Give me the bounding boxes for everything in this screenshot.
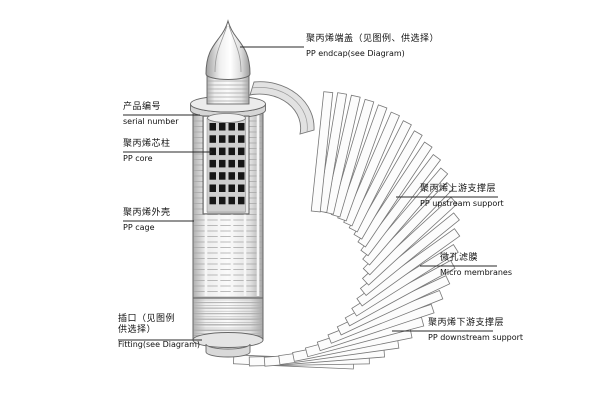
fitting-spigot <box>205 343 251 358</box>
label-core-zh: 聚丙烯芯柱 <box>123 139 171 149</box>
label-cage-zh: 聚丙烯外壳 <box>123 208 171 218</box>
label-cage: 聚丙烯外壳 PP cage <box>123 208 171 232</box>
fitting-base-rim <box>192 332 264 348</box>
label-downstream-en: PP downstream support <box>428 332 524 342</box>
core-top <box>207 113 246 123</box>
fitting-ribs <box>194 299 262 334</box>
pp-endcap-dome <box>205 19 251 80</box>
label-serial-en: serial number <box>123 116 179 126</box>
label-membranes: 微孔滤膜 Micro membranes <box>440 253 512 277</box>
membrane-fan <box>233 91 461 370</box>
label-endcap: 聚丙烯端盖（见图例、供选择） PP endcap(see Diagram) <box>306 34 439 58</box>
label-serial-zh: 产品编号 <box>123 102 162 112</box>
label-downstream: 聚丙烯下游支撑层 PP downstream support <box>428 318 523 342</box>
label-upstream-en: PP upstream support <box>420 198 504 208</box>
label-core: 聚丙烯芯柱 PP core <box>123 139 171 163</box>
label-serial: 产品编号 serial number <box>123 102 179 126</box>
label-membranes-zh: 微孔滤膜 <box>440 253 479 263</box>
label-core-en: PP core <box>123 153 153 163</box>
label-fitting-zh: 插口（见图例 供选择） <box>118 314 176 335</box>
core-cutaway <box>202 113 250 215</box>
label-upstream-zh: 聚丙烯上游支撑层 <box>420 184 497 194</box>
core-perforations <box>209 123 245 205</box>
label-fitting: 插口（见图例 供选择） Fitting(see Diagram) <box>118 314 200 349</box>
label-endcap-en: PP endcap(see Diagram) <box>306 48 405 58</box>
leader-lines <box>118 46 498 341</box>
label-endcap-zh: 聚丙烯端盖（见图例、供选择） <box>306 34 440 44</box>
label-membranes-en: Micro membranes <box>440 267 513 277</box>
support-collar <box>249 81 315 135</box>
label-fitting-en: Fitting(see Diagram) <box>118 339 201 349</box>
label-cage-en: PP cage <box>123 222 155 232</box>
label-downstream-zh: 聚丙烯下游支撑层 <box>428 318 505 328</box>
label-upstream: 聚丙烯上游支撑层 PP upstream support <box>420 184 504 208</box>
